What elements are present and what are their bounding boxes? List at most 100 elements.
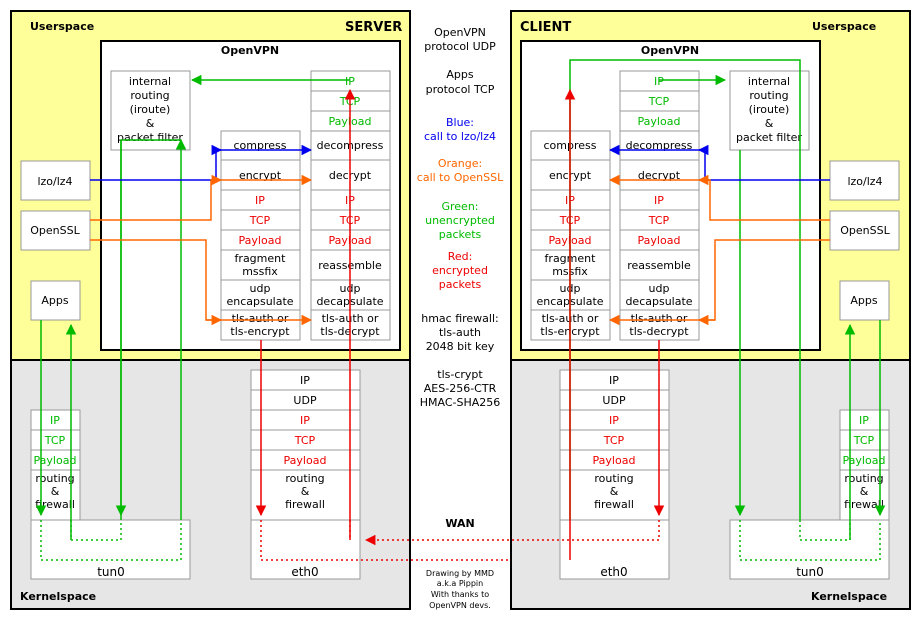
client-decompress: decompress: [626, 139, 693, 152]
legend-wan: WAN: [445, 517, 474, 530]
server-ir-l4: &: [146, 117, 155, 130]
client-tls-in-l2: tls-decrypt: [629, 325, 689, 338]
client-lzo-box: [829, 160, 900, 201]
server-apps-label: Apps: [41, 294, 68, 307]
client-internal-routing: [729, 70, 810, 151]
client-tun-tcp: TCP: [853, 434, 875, 447]
server-eth-udp: UDP: [293, 394, 317, 407]
server-out-tcp: TCP: [249, 214, 271, 227]
client-tun-ip: IP: [859, 414, 869, 427]
server-eth0: eth0: [291, 565, 318, 579]
server-title: SERVER: [345, 20, 402, 35]
server-in-ip: IP: [345, 75, 355, 88]
server-tun-rf-l1: routing: [35, 472, 74, 485]
server-openssl-box: [20, 210, 91, 251]
legend-green-l2: unencrypted: [425, 214, 495, 227]
server-eth-enc-payload: Payload: [284, 454, 327, 467]
client-red-wan-out: [364, 520, 660, 546]
server-internal-routing: [110, 70, 191, 151]
legend-hmac-l2: tls-auth: [439, 326, 481, 339]
client-eth-rf-l1: routing: [594, 472, 633, 485]
server-eth-enc-tcp: TCP: [294, 434, 316, 447]
server-eth-rf-l2: &: [301, 485, 310, 498]
client-openvpn-label: OpenVPN: [641, 44, 699, 57]
server-compress: compress: [234, 139, 287, 152]
client-eth-enc-ip: IP: [609, 414, 619, 427]
legend-green-l1: Green:: [441, 200, 478, 213]
server-ir-l3: (iroute): [130, 103, 171, 116]
client-decap-l2: decapsulate: [625, 295, 692, 308]
server-tls-out-l2: tls-encrypt: [230, 325, 290, 338]
credits-l2: a.k.a Pippin: [437, 579, 483, 588]
client-title: CLIENT: [520, 20, 571, 35]
server-encap-l1: udp: [250, 282, 271, 295]
legend-udp-l1: OpenVPN: [434, 26, 486, 39]
client-in-ip: IP: [654, 75, 664, 88]
client-eth-enc-tcp: TCP: [603, 434, 625, 447]
legend-tcp-l1: Apps: [446, 68, 473, 81]
server-apps-box: [30, 280, 81, 321]
legend-orange-l2: call to OpenSSL: [417, 171, 504, 184]
server-ir-l1: internal: [129, 75, 171, 88]
server-encap-l2: encapsulate: [226, 295, 293, 308]
server-openssl-label: OpenSSL: [30, 224, 80, 237]
server-lzo-label: lzo/lz4: [37, 175, 72, 188]
server-tun-tcp: TCP: [44, 434, 66, 447]
credits-l4: OpenVPN devs.: [429, 601, 491, 610]
client-tun-rf-l1: routing: [844, 472, 883, 485]
server-fragment-l1: fragment: [235, 252, 287, 265]
legend-blue-l1: Blue:: [446, 116, 474, 129]
server-eth-ip: IP: [300, 374, 310, 387]
legend-tcp-l2: protocol TCP: [426, 83, 495, 96]
server-panel: Userspace SERVER Kernelspace OpenVPN int…: [10, 10, 557, 610]
credits-l3: With thanks to: [431, 590, 489, 599]
client-in-enc-ip: IP: [654, 194, 664, 207]
client-kernel-eth-stack: [559, 369, 670, 580]
server-openvpn-label: OpenVPN: [221, 44, 279, 57]
client-userspace-label: Userspace: [812, 20, 876, 33]
server-tls-out-l1: tls-auth or: [232, 312, 289, 325]
legend-udp-l2: protocol UDP: [424, 40, 496, 53]
legend-red-l1: Red:: [448, 250, 473, 263]
server-eth-enc-ip: IP: [300, 414, 310, 427]
client-ir-l5: packet filter: [736, 131, 802, 144]
legend-tlscrypt-l1: tls-crypt: [437, 368, 483, 381]
legend-tlscrypt-l2: AES-256-CTR: [424, 382, 497, 395]
client-apps-box: [839, 280, 890, 321]
client-green-tun-dotted-2: [799, 520, 851, 541]
server-tun-payload: Payload: [34, 454, 77, 467]
client-ir-l3: (iroute): [749, 103, 790, 116]
client-openssl-box: [829, 210, 900, 251]
client-lzo-label: lzo/lz4: [847, 175, 882, 188]
client-eth0: eth0: [600, 565, 627, 579]
legend-tlscrypt-l3: HMAC-SHA256: [420, 396, 501, 409]
server-tun0: tun0: [97, 565, 125, 579]
legend-hmac-l1: hmac firewall:: [421, 312, 499, 325]
server-outbound-stack: [220, 130, 301, 341]
client-reassemble: reassemble: [627, 259, 691, 272]
legend-red-l3: packets: [439, 278, 482, 291]
client-decrypt: decrypt: [638, 169, 681, 182]
server-out-ip: IP: [255, 194, 265, 207]
client-eth-udp: UDP: [602, 394, 626, 407]
server-eth-rf-l3: firewall: [285, 498, 325, 511]
client-eth-rf-l2: &: [610, 485, 619, 498]
server-green-tun-dotted-2: [70, 520, 122, 541]
client-ir-l2: routing: [749, 89, 788, 102]
server-fragment-l2: mssfix: [242, 265, 278, 278]
server-tun-rf-l2: &: [51, 485, 60, 498]
client-eth-enc-payload: Payload: [593, 454, 636, 467]
legend-red-l2: encrypted: [432, 264, 488, 277]
server-eth-rf-l1: routing: [285, 472, 324, 485]
server-tun-ip: IP: [50, 414, 60, 427]
client-ir-l1: internal: [748, 75, 790, 88]
client-tun-rf-l2: &: [860, 485, 869, 498]
client-in-enc-payload: Payload: [638, 234, 681, 247]
legend-orange-l1: Orange:: [438, 157, 482, 170]
client-green-tun-dotted: [739, 520, 881, 561]
client-in-payload: Payload: [638, 115, 681, 128]
credits-l1: Drawing by MMD: [426, 569, 494, 578]
server-kernelspace-label: Kernelspace: [20, 590, 96, 603]
legend-hmac-l3: 2048 bit key: [426, 340, 495, 353]
client-apps-label: Apps: [850, 294, 877, 307]
